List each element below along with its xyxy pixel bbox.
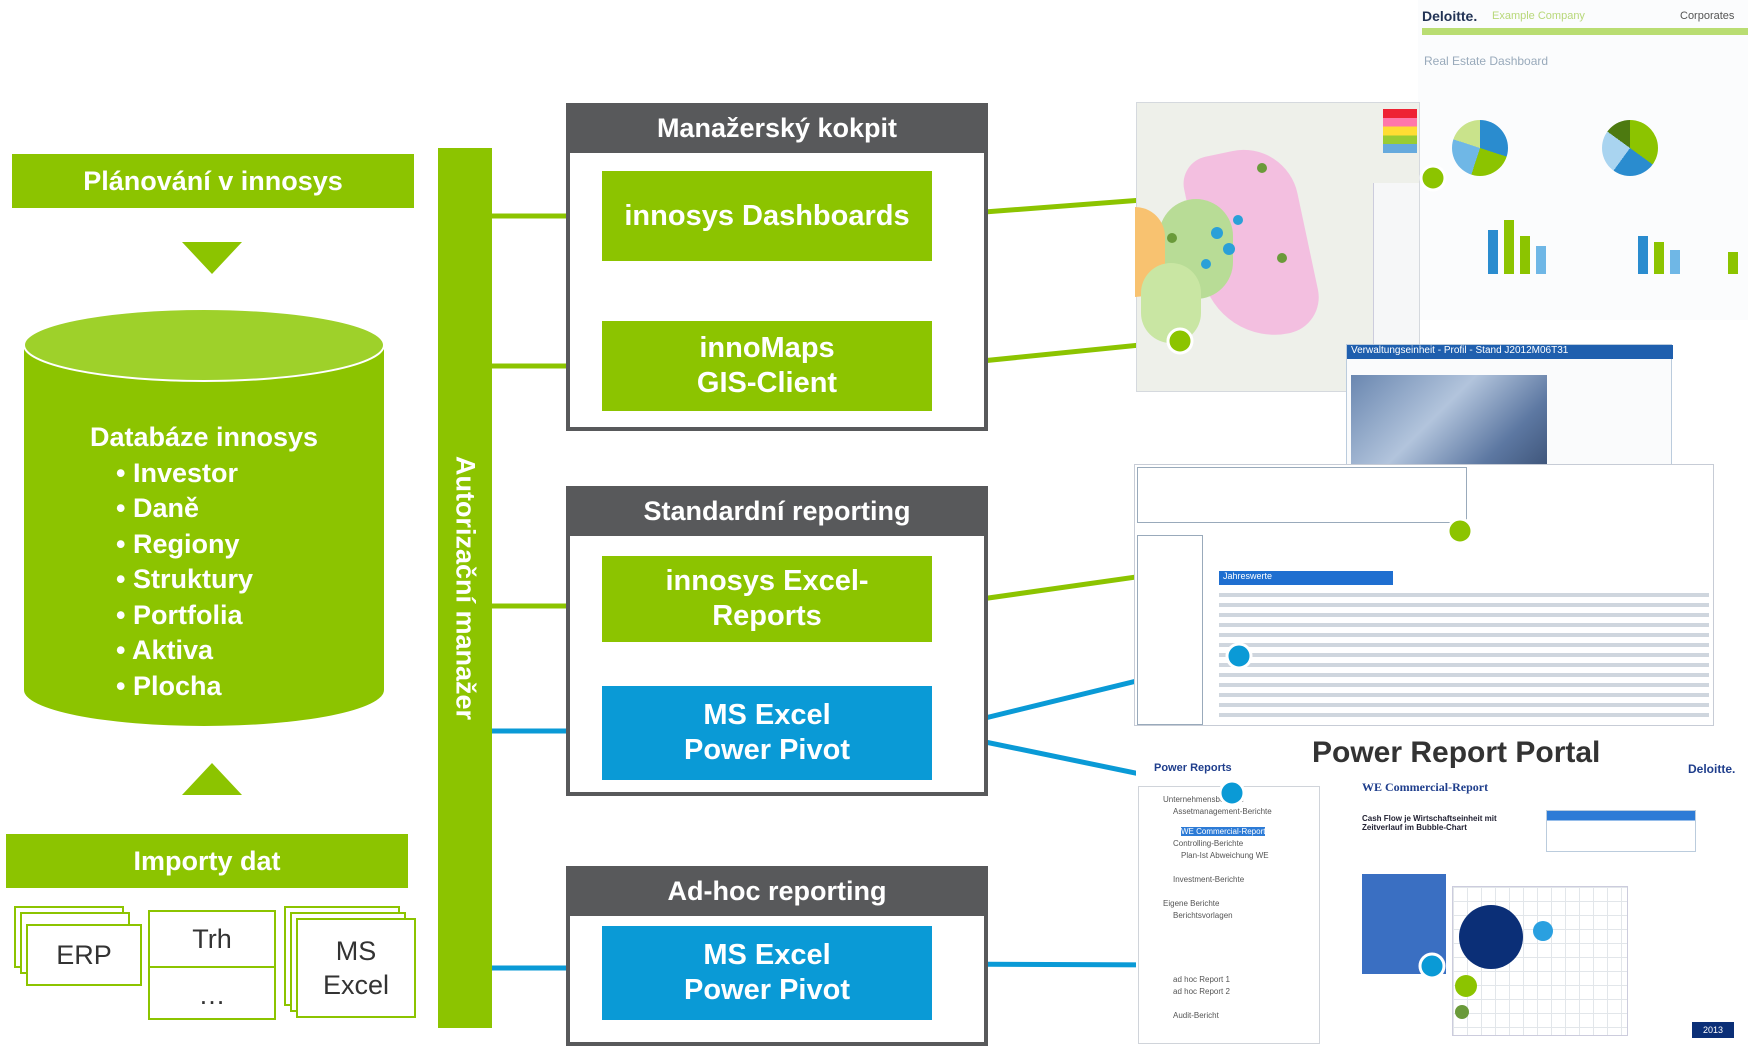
bubble xyxy=(1455,975,1477,997)
dashboard-screenshot: Deloitte. Example Company Corporates Rea… xyxy=(1418,0,1748,320)
excel-scenario-list xyxy=(1137,535,1203,725)
portal-parameters xyxy=(1546,810,1696,852)
portal-list-panel xyxy=(1362,874,1446,974)
tree-item[interactable]: Berichtsvorlagen xyxy=(1173,911,1233,920)
tree-item[interactable]: Controlling-Berichte xyxy=(1173,839,1244,848)
map-marker-icon xyxy=(1277,253,1287,263)
dashboard-corner: Corporates xyxy=(1680,10,1735,22)
tree-item[interactable]: ad hoc Report 2 xyxy=(1173,987,1230,996)
bar-chart-icon xyxy=(1536,246,1546,274)
bar-chart-icon xyxy=(1654,242,1664,274)
arrow-down-icon xyxy=(182,242,242,274)
database-item: • Daně xyxy=(116,493,199,523)
erp-doc: ERP xyxy=(26,924,142,986)
dashboard-nav-bar xyxy=(1422,28,1748,35)
bubble xyxy=(1459,905,1523,969)
pill-innosys-dashboards[interactable]: innosys Dashboards xyxy=(602,171,932,261)
group-header-adhoc-reporting: Ad-hoc reporting xyxy=(566,866,988,916)
market-doc: Trh … xyxy=(148,910,276,1020)
group-header-management-cockpit: Manažerský kokpit xyxy=(566,103,988,153)
auth-manager-bar: Autorizační manažer xyxy=(438,148,492,1028)
portal-brand: Deloitte. xyxy=(1688,762,1736,776)
map-marker-icon xyxy=(1211,227,1223,239)
tree-item[interactable]: Plan-Ist Abweichung WE xyxy=(1181,851,1269,860)
imports-box: Importy dat xyxy=(6,834,408,888)
database-text: Databáze innosys • Investor • Daně • Reg… xyxy=(24,420,384,704)
profile-title: Verwaltungseinheit - Profil - Stand J201… xyxy=(1347,345,1673,359)
pie-chart-icon xyxy=(1452,120,1508,176)
map-marker-icon xyxy=(1201,259,1211,269)
bubble xyxy=(1533,921,1553,941)
tree-item[interactable]: ad hoc Report 1 xyxy=(1173,975,1230,984)
database-item: • Struktury xyxy=(116,564,253,594)
tree-item[interactable]: Eigene Berichte xyxy=(1163,899,1220,908)
market-label: Trh xyxy=(150,912,274,968)
database-item: • Aktiva xyxy=(116,635,213,665)
map-marker-icon xyxy=(1257,163,1267,173)
pill-ms-excel-power-pivot-adhoc[interactable]: MS Excel Power Pivot xyxy=(602,926,932,1020)
portal-report-title: WE Commercial-Report xyxy=(1362,780,1489,794)
dashboard-company: Example Company xyxy=(1492,10,1585,22)
portal-nav: Power Reports xyxy=(1154,762,1232,774)
map-region-green xyxy=(1141,263,1201,343)
dashboard-title: Real Estate Dashboard xyxy=(1424,54,1549,68)
power-report-portal-title: Power Report Portal xyxy=(1312,736,1601,769)
bar-chart-icon xyxy=(1728,252,1738,274)
arrow-up-icon xyxy=(182,763,242,795)
portal-report-desc: Cash Flow je Wirtschaftseinheit mit Zeit… xyxy=(1362,814,1497,832)
pie-chart-icon xyxy=(1602,120,1658,176)
pill-ms-excel-power-pivot-standard[interactable]: MS Excel Power Pivot xyxy=(602,686,932,780)
pill-innomaps-gis-client[interactable]: innoMaps GIS-Client xyxy=(602,321,932,411)
map-marker-icon xyxy=(1167,233,1177,243)
bar-chart-icon xyxy=(1638,236,1648,274)
bar-chart-icon xyxy=(1670,250,1680,274)
map-legend xyxy=(1383,109,1417,153)
tree-item[interactable]: Investment-Berichte xyxy=(1173,875,1245,884)
database-title: Databáze innosys xyxy=(89,422,319,452)
erp-label: ERP xyxy=(56,939,112,970)
portal-year-badge: 2013 xyxy=(1692,1022,1734,1038)
bar-chart-icon xyxy=(1504,220,1514,274)
market-more-label: … xyxy=(198,979,226,1010)
map-marker-icon xyxy=(1233,215,1243,225)
portal-tree: Unternehmensberichte Assetmanagement-Ber… xyxy=(1138,786,1320,1044)
bar-chart-icon xyxy=(1488,230,1498,274)
bubble xyxy=(1455,1005,1469,1019)
group-header-standard-reporting: Standardní reporting xyxy=(566,486,988,536)
excel-doc: MS Excel xyxy=(296,918,416,1018)
tree-item[interactable]: Assetmanagement-Berichte xyxy=(1173,807,1272,816)
excel-list-header: Jahreswerte xyxy=(1219,571,1393,585)
imports-label: Importy dat xyxy=(133,845,281,876)
planning-label: Plánování v innosys xyxy=(83,165,343,196)
tree-item[interactable]: Unternehmensberichte xyxy=(1163,795,1244,804)
planning-box: Plánování v innosys xyxy=(12,154,414,208)
excel-position-panel xyxy=(1137,467,1467,523)
tree-item[interactable]: Audit-Bericht xyxy=(1173,1011,1219,1020)
database-item: • Portfolia xyxy=(116,599,243,630)
map-marker-icon xyxy=(1223,243,1235,255)
database-item: • Regiony xyxy=(116,528,240,559)
pill-innosys-excel-reports[interactable]: innosys Excel- Reports xyxy=(602,556,932,642)
excel-report-screenshot: Jahreswerte xyxy=(1134,464,1714,726)
database-item: • Plocha xyxy=(116,670,222,701)
dashboard-brand: Deloitte. xyxy=(1422,8,1478,24)
bar-chart-icon xyxy=(1520,236,1530,274)
power-report-portal-screenshot: Power Reports Deloitte. Unternehmensberi… xyxy=(1136,746,1748,1061)
database-item: • Investor xyxy=(116,457,239,488)
excel-label-line2: Excel xyxy=(322,970,390,1000)
excel-label-line1: MS xyxy=(335,936,377,966)
bubble-chart xyxy=(1452,886,1628,1036)
tree-item[interactable]: WE Commercial-Report xyxy=(1181,827,1266,836)
